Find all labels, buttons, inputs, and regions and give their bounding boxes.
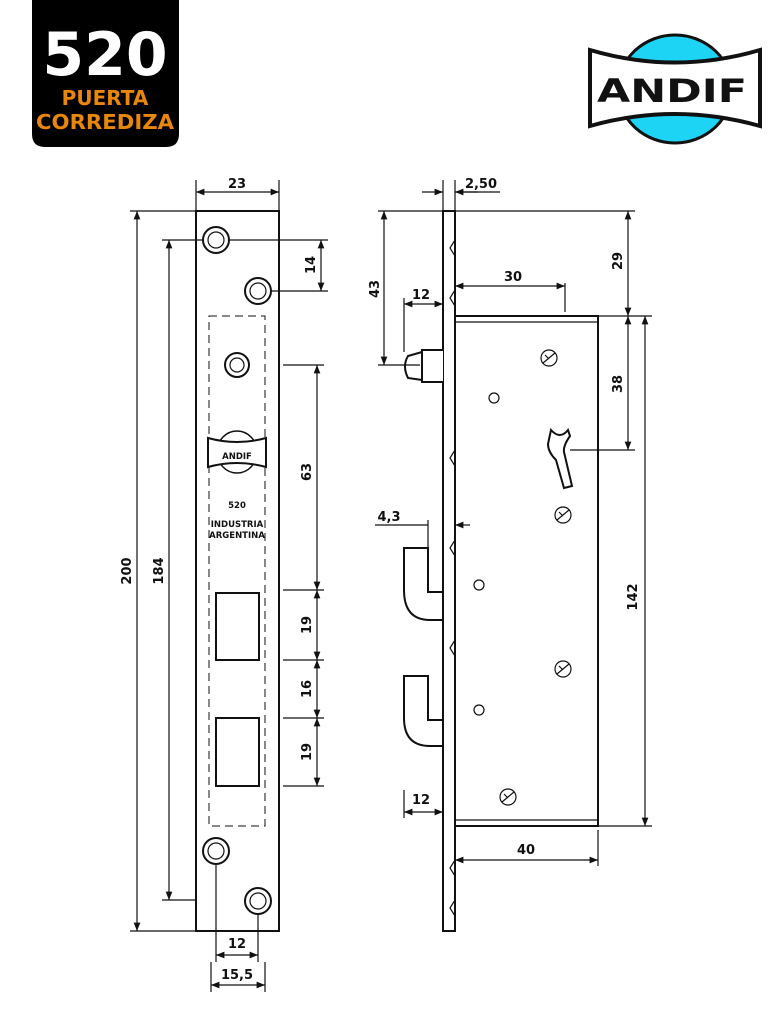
bolt-window-upper <box>215 592 260 661</box>
dim-hook-projection: 12 <box>412 793 430 808</box>
dim-width-top: 23 <box>228 177 246 192</box>
dim-bottom-span: 15,5 <box>221 968 253 983</box>
latch-bolt <box>404 349 443 383</box>
dim-upper-gap: 63 <box>300 463 315 481</box>
hook-bolt-upper <box>403 547 444 621</box>
dim-body-height: 142 <box>626 583 641 610</box>
dim-latch-projection: 12 <box>412 288 430 303</box>
hook-bolt-lower <box>403 675 444 747</box>
andif-logo: ANDIF <box>588 33 762 145</box>
faceplate-model: 520 <box>228 501 246 511</box>
bolt-window-lower <box>215 717 260 787</box>
logo-text: ANDIF <box>597 72 747 110</box>
lock-side-view <box>403 210 599 932</box>
dim-screw-span: 184 <box>152 557 167 584</box>
dim-cam-offset: 30 <box>504 270 522 285</box>
dim-plate-thickness: 2,50 <box>465 177 497 192</box>
badge-line2: CORREDIZA <box>36 110 175 134</box>
badge-line1: PUERTA <box>62 86 149 110</box>
dim-cam-height: 38 <box>611 375 626 393</box>
faceplate-front-view: ANDIF 520 INDUSTRIA ARGENTINA <box>195 210 280 932</box>
dim-hole-spacing-bottom: 12 <box>228 937 246 952</box>
faceplate-origin2: ARGENTINA <box>209 531 265 541</box>
badge-model: 520 <box>42 20 167 90</box>
dim-latch-height: 43 <box>368 280 383 298</box>
faceplate-logo: ANDIF <box>222 452 252 462</box>
dim-total-height: 200 <box>120 557 135 584</box>
dim-hole-offset: 14 <box>304 256 319 274</box>
dim-hook-offset: 4,3 <box>377 510 400 525</box>
key-cam <box>546 427 574 490</box>
model-badge: 520 PUERTA CORREDIZA <box>32 0 179 147</box>
faceplate-origin1: INDUSTRIA <box>211 520 264 530</box>
dim-window1: 19 <box>300 616 315 634</box>
dim-body-top: 29 <box>611 252 626 270</box>
dim-window2: 19 <box>300 743 315 761</box>
dim-body-depth: 40 <box>517 843 535 858</box>
screw <box>499 349 572 806</box>
dim-window-gap: 16 <box>300 680 315 698</box>
